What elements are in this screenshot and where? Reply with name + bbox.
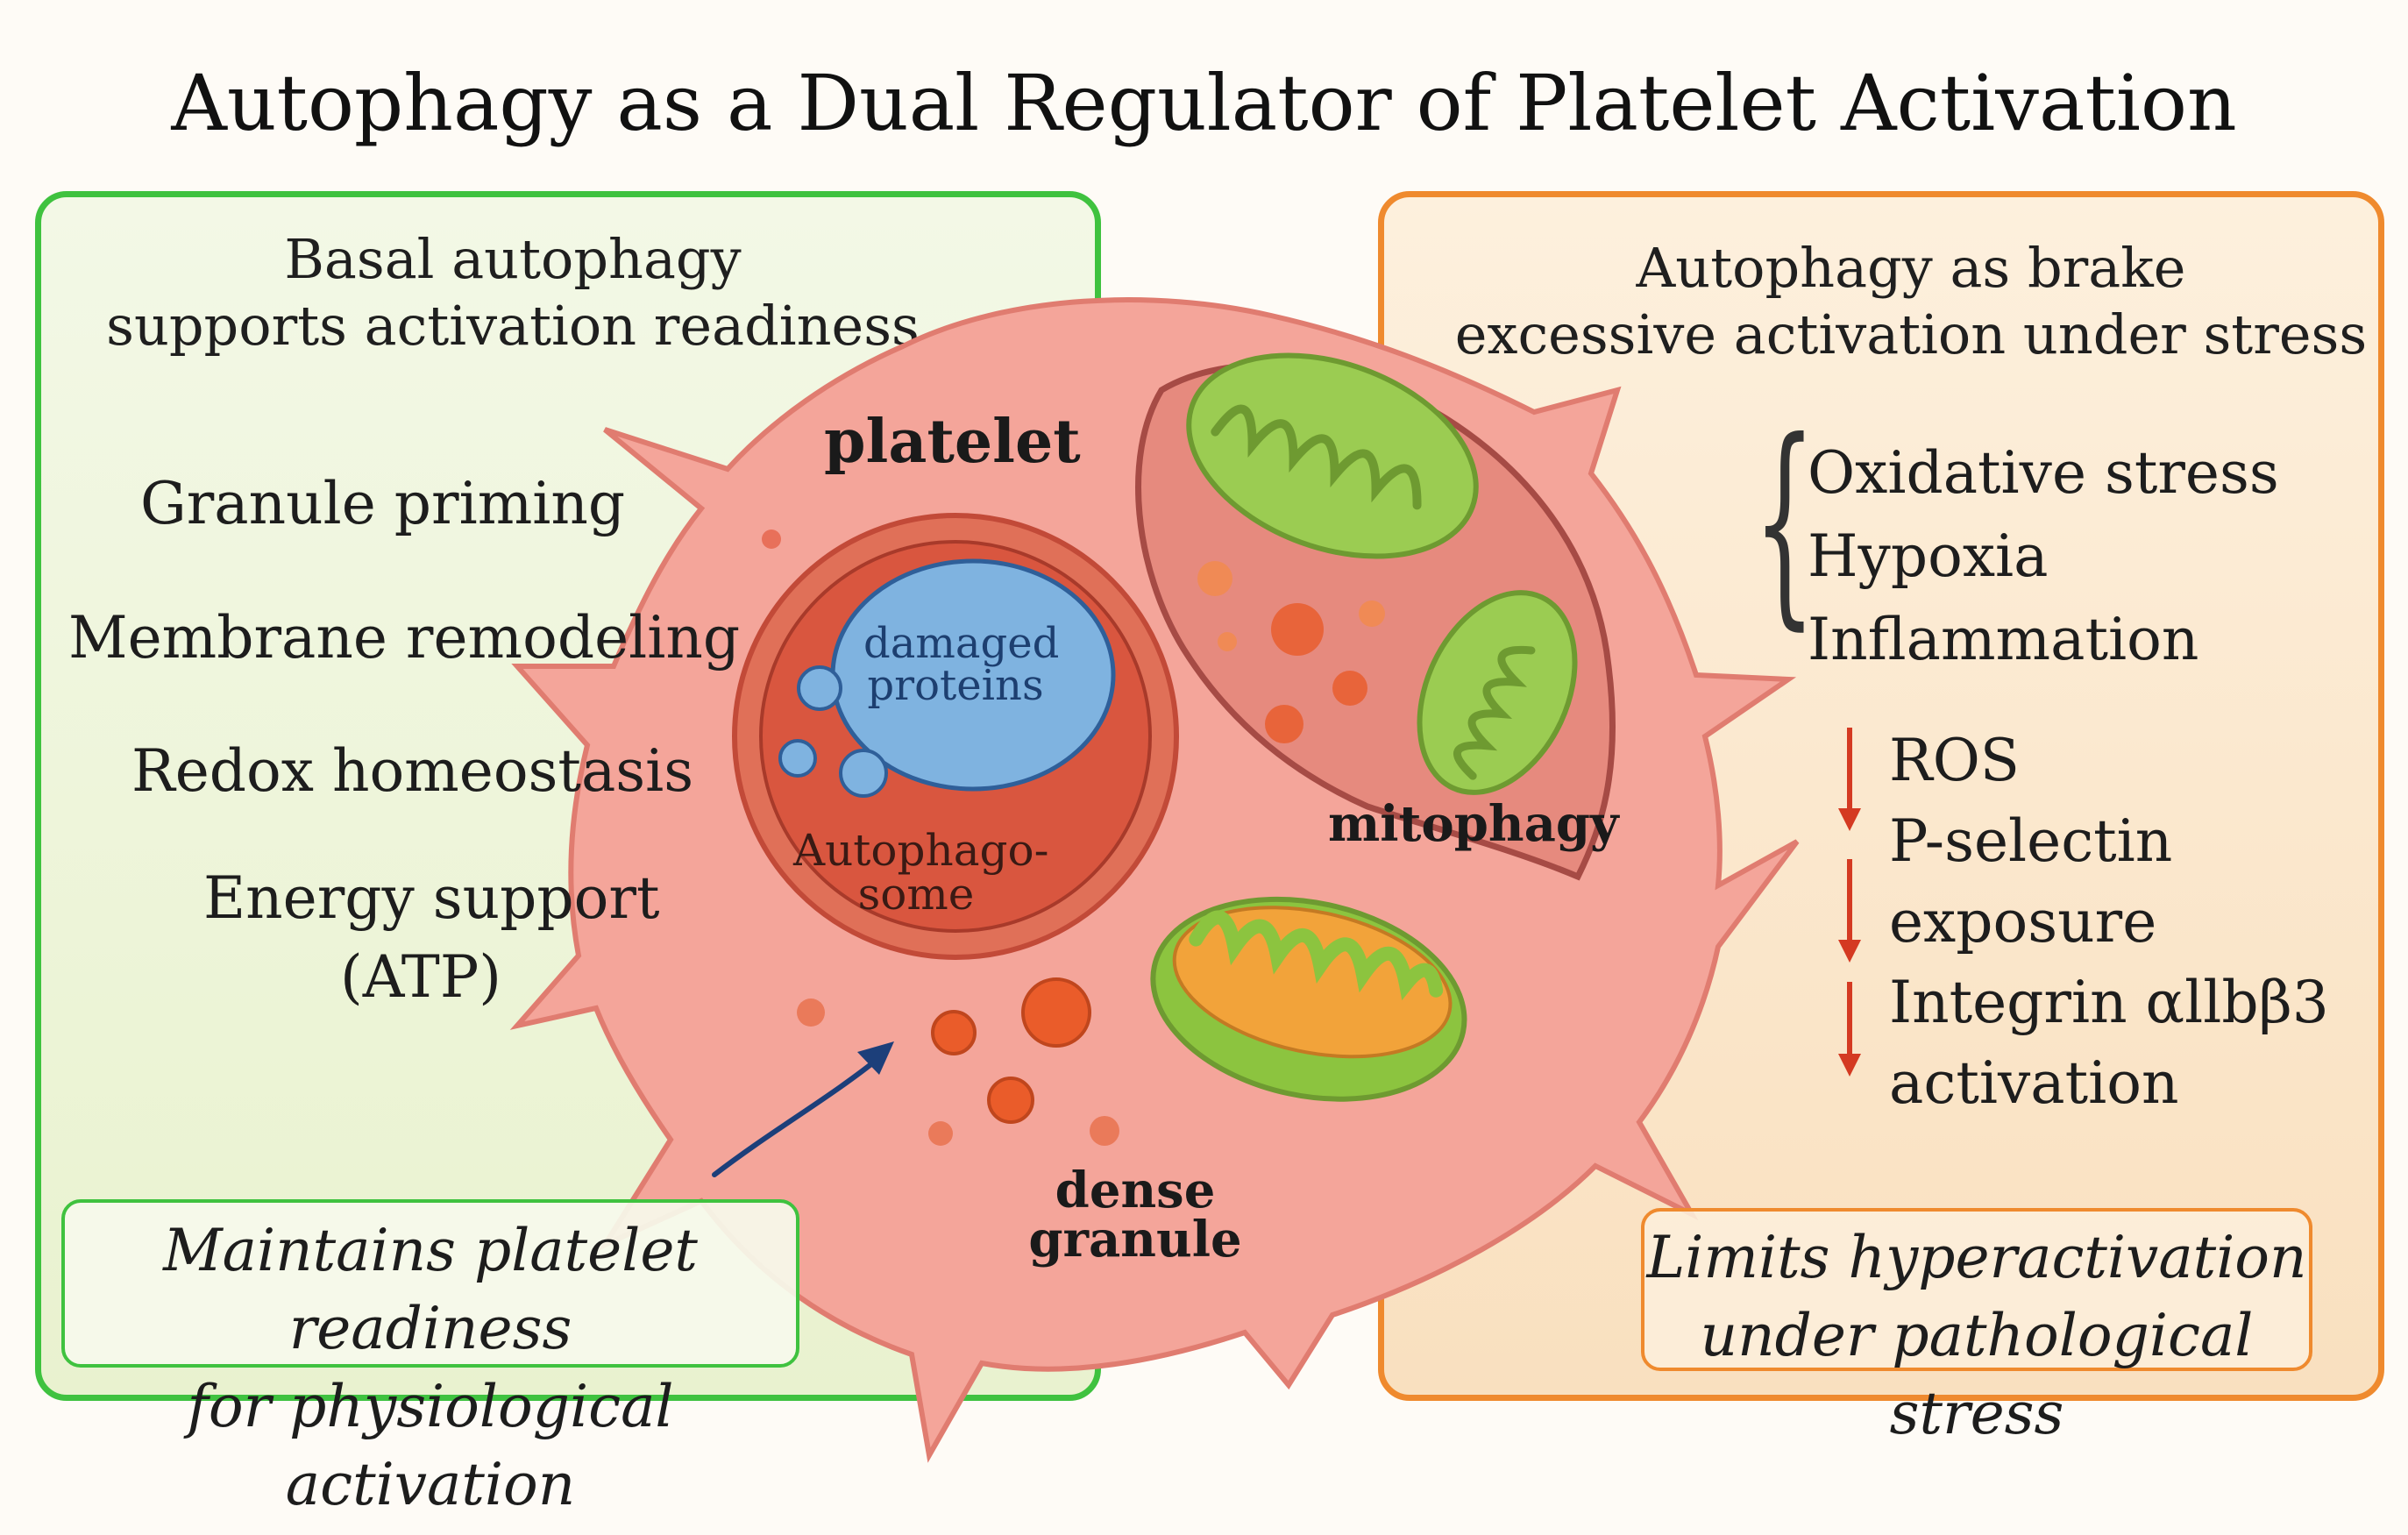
dense-granule <box>931 1010 977 1055</box>
mitochondrion-right <box>1417 590 1578 795</box>
mitochondrion-top <box>1186 352 1479 559</box>
dense-granule <box>1090 1116 1119 1146</box>
down-arrow-icon <box>1838 940 1861 963</box>
stressor-oxidative: Oxidative stress <box>1808 439 2279 507</box>
left-panel-heading: Basal autophagy supports activation read… <box>53 226 973 359</box>
left-callout-line2: for physiological activation <box>187 1373 674 1519</box>
down-arrow-icon <box>1838 1054 1861 1077</box>
dense-granule <box>762 529 781 549</box>
left-item-redox-homeostasis: Redox homeostasis <box>131 737 694 805</box>
platelet-label: platelet <box>824 407 1081 477</box>
right-heading-line2: excessive activation under stress <box>1454 302 2368 366</box>
left-item-membrane-remodeling: Membrane remodeling <box>68 604 741 672</box>
right-heading-line1: Autophagy as brake <box>1636 236 2186 300</box>
protein-dot <box>797 665 842 711</box>
right-panel-heading: Autophagy as brake excessive activation … <box>1446 235 2376 367</box>
left-item-granule-priming: Granule priming <box>140 470 626 537</box>
dense-granule <box>928 1121 953 1146</box>
effect-arrows <box>1838 728 1861 1077</box>
dense-line2: granule <box>1028 1211 1242 1269</box>
right-callout: Limits hyperactivation under pathologica… <box>1641 1208 2312 1447</box>
protein-dot <box>839 749 888 798</box>
figure-title: Autophagy as a Dual Regulator of Platele… <box>171 58 2237 148</box>
left-item-energy-support: Energy support <box>203 864 660 932</box>
dense-line1: dense <box>1055 1162 1216 1219</box>
left-callout: Maintains platelet readiness for physiol… <box>61 1199 799 1518</box>
mitophagy-label: mitophagy <box>1328 795 1619 853</box>
dense-granule <box>1021 977 1091 1048</box>
vesicle-dot <box>1271 603 1324 656</box>
dense-granule-label: dense granule <box>1012 1166 1258 1264</box>
autophago-line1: Autophago- <box>793 825 1049 876</box>
vesicle-dot <box>1218 632 1237 651</box>
effect-ros: ROS <box>1889 727 2021 794</box>
right-callout-line1: Limits hyperactivation <box>1646 1224 2307 1291</box>
effect-integrin: Integrin αllbβ3 <box>1889 969 2329 1036</box>
damaged-line2: proteins <box>867 661 1044 710</box>
stressor-inflammation: Inflammation <box>1808 606 2199 673</box>
damaged-proteins-label: damaged proteins <box>863 619 1060 710</box>
left-heading-line2: supports activation readiness <box>106 293 920 358</box>
protein-dot <box>778 739 817 778</box>
readiness-arrow-head <box>857 1041 894 1075</box>
effect-exposure: exposure <box>1889 888 2157 956</box>
vesicle-dot <box>1359 600 1385 627</box>
stressor-hypoxia: Hypoxia <box>1808 522 2049 590</box>
autophago-line2: some <box>857 869 975 920</box>
left-heading-line1: Basal autophagy <box>284 227 742 291</box>
dense-granule <box>797 998 825 1027</box>
effect-activation: activation <box>1889 1049 2179 1117</box>
dense-granule <box>987 1077 1034 1124</box>
readiness-arrow <box>712 1054 884 1177</box>
vesicle-dot <box>1332 671 1367 706</box>
autophagosome-label: Autophago- some <box>793 825 1049 920</box>
damaged-line1: damaged <box>863 619 1060 668</box>
down-arrow-icon <box>1838 808 1861 831</box>
left-callout-line1: Maintains platelet readiness <box>163 1217 698 1363</box>
mitochondrion-bottom <box>1150 896 1467 1102</box>
effect-p-selectin: P-selectin <box>1889 807 2173 875</box>
left-item-atp: (ATP) <box>340 943 501 1011</box>
vesicle-dot <box>1197 561 1232 596</box>
stressor-brace: { <box>1753 394 1816 649</box>
right-callout-line2: under pathological stress <box>1700 1302 2254 1448</box>
vesicle-dot <box>1265 705 1303 743</box>
